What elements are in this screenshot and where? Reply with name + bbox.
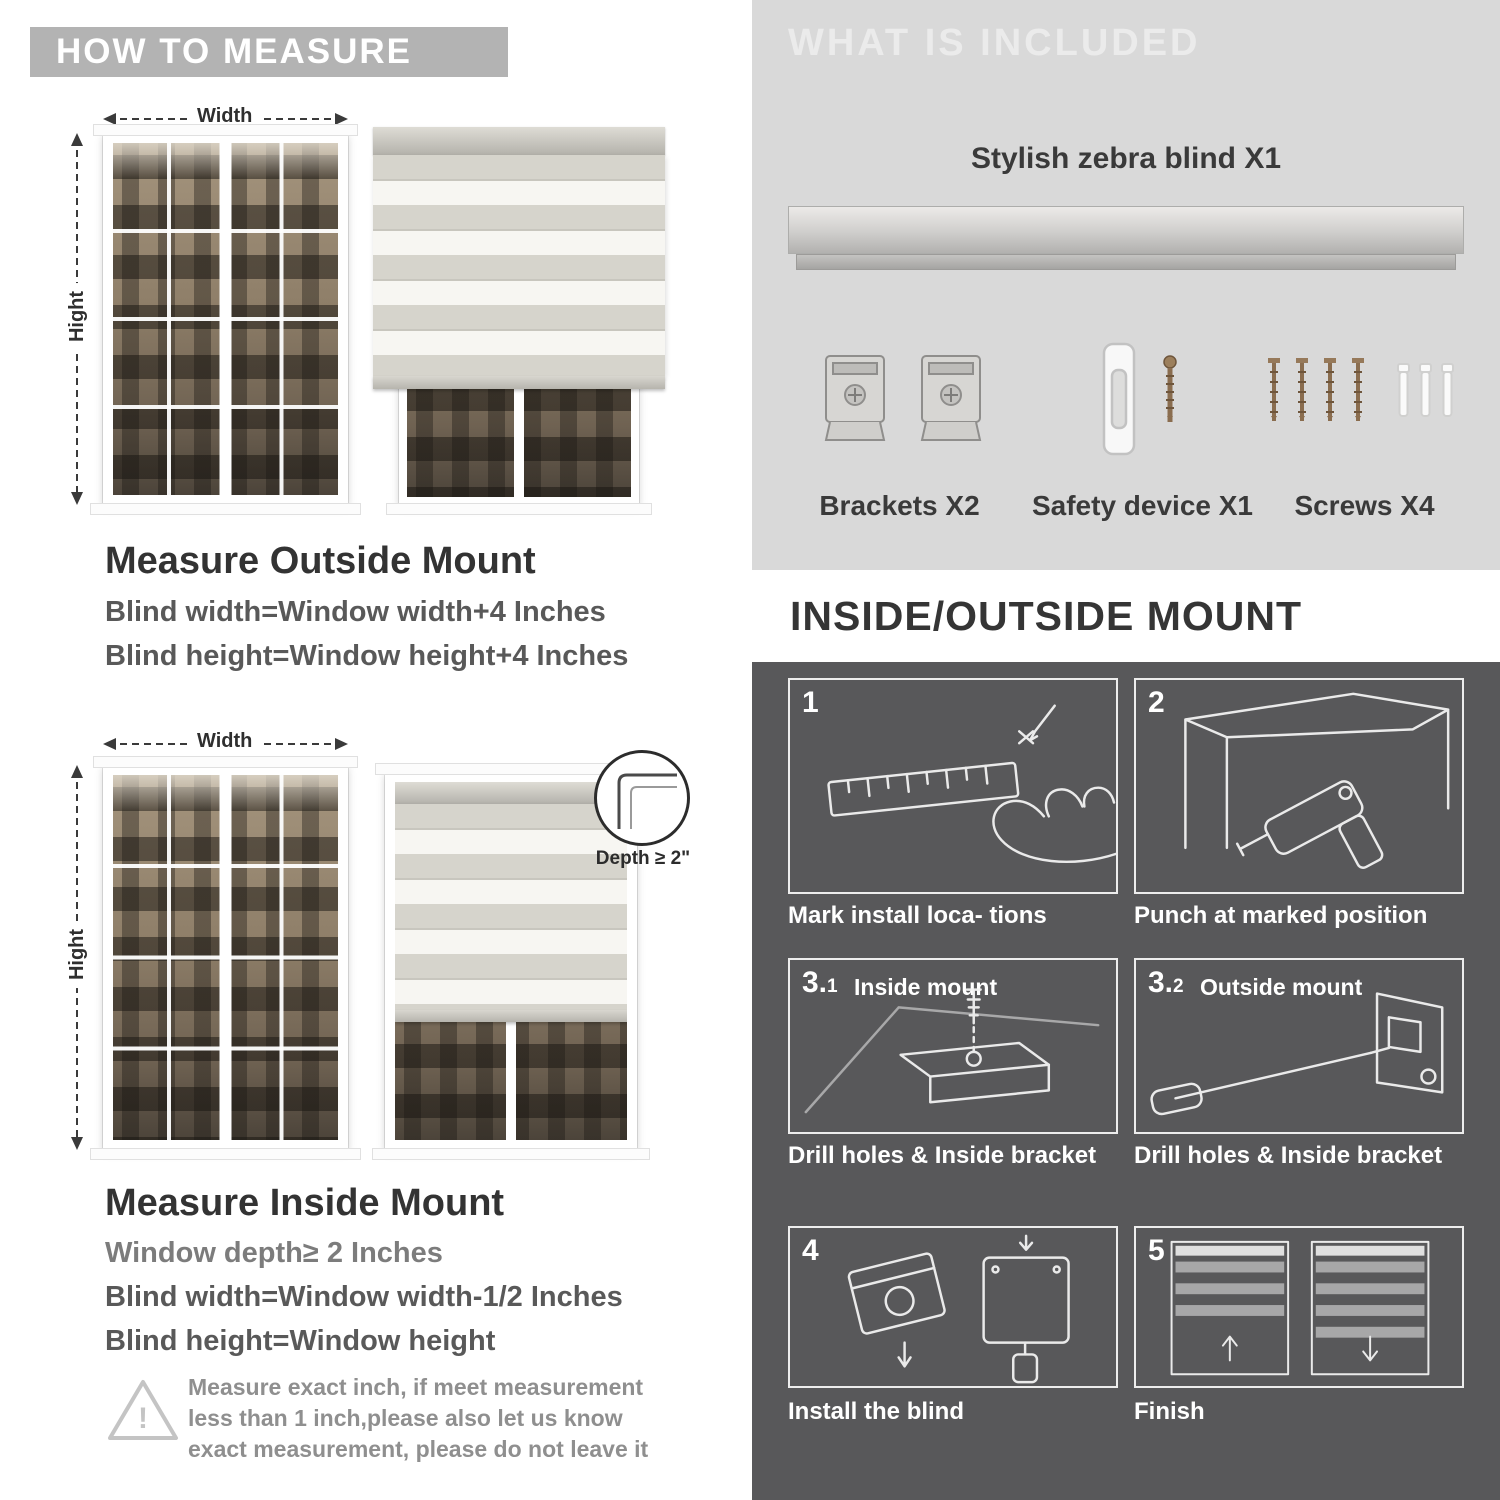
mount-section: INSIDE/OUTSIDE MOUNT 1 <box>752 570 1500 1500</box>
width-label: Width <box>189 730 261 753</box>
width-arrow-outside: Width <box>103 105 348 130</box>
headrail-image <box>788 206 1464 254</box>
safety-device-image <box>1102 342 1177 456</box>
step-5-number: 5 <box>1148 1234 1165 1267</box>
screw-icon <box>1163 355 1177 422</box>
warning-text: Measure exact inch, if meet measurement … <box>188 1374 649 1463</box>
blind-stripes <box>373 155 665 376</box>
step-1-caption: Mark install loca- tions <box>788 902 1047 929</box>
window-photo <box>113 775 338 1140</box>
step-3-2-label: Outside mount <box>1200 974 1363 1000</box>
step-3-1-box: 3.1 Inside mount <box>788 958 1118 1134</box>
step-2-caption: Punch at marked position <box>1134 902 1428 929</box>
blind-cassette <box>395 782 627 804</box>
step-5-caption: Finish <box>1134 1398 1205 1425</box>
step-5-illustration <box>1170 1240 1430 1376</box>
step-5-box: 5 <box>1134 1226 1464 1388</box>
headrail-valance <box>796 254 1456 270</box>
step-1-box: 1 <box>788 678 1118 894</box>
how-to-measure-header: HOW TO MEASURE <box>30 27 508 77</box>
step-3-1-illustration <box>804 988 1100 1114</box>
window-inside-mount <box>91 757 360 1159</box>
brackets-label: Brackets X2 <box>819 490 980 521</box>
height-label: Hight <box>66 282 90 351</box>
mount-header: INSIDE/OUTSIDE MOUNT <box>790 593 1303 639</box>
step-2-number: 2 <box>1148 686 1165 719</box>
step-4-box: 4 <box>788 1226 1118 1388</box>
step-3-2-illustration <box>1150 992 1444 1116</box>
height-arrow-inside: Hight <box>66 765 90 1150</box>
step-3-1-number: 3.1 <box>802 966 838 999</box>
inside-mount-line3: Blind height=Window height <box>105 1325 496 1357</box>
zebra-blind-outside-mount <box>373 127 665 514</box>
outside-mount-title: Measure Outside Mount <box>105 540 536 582</box>
blind-stripes <box>395 804 627 1010</box>
step-3-2-box: 3.2 Outside mount <box>1134 958 1464 1134</box>
included-panel: WHAT IS INCLUDED Stylish zebra blind X1 <box>752 0 1500 570</box>
screws-image <box>1268 358 1454 421</box>
width-arrow-inside: Width <box>103 730 348 755</box>
brackets-image <box>824 355 982 441</box>
outside-mount-line1: Blind width=Window width+4 Inches <box>105 596 606 628</box>
svg-text:!: ! <box>138 1402 148 1435</box>
step-1-illustration <box>827 704 1116 863</box>
inside-mount-title: Measure Inside Mount <box>105 1182 505 1224</box>
step-2-box: 2 <box>1134 678 1464 894</box>
step-4-illustration <box>847 1234 1070 1384</box>
blind-product-label: Stylish zebra blind X1 <box>970 142 1282 175</box>
blind-cassette <box>373 127 665 155</box>
step-1-number: 1 <box>802 686 819 719</box>
step-3-2-number: 3.2 <box>1148 966 1184 999</box>
warning-icon: ! <box>106 1376 180 1446</box>
inside-mount-line1: Window depth≥ 2 Inches <box>105 1237 443 1269</box>
width-label: Width <box>189 105 261 128</box>
safety-device-label: Safety device X1 <box>1031 490 1254 521</box>
mount-steps-panel: 1 Mark install loca- tions <box>752 662 1500 1500</box>
step-4-number: 4 <box>802 1234 819 1267</box>
window-outside-mount <box>91 125 360 514</box>
step-2-illustration <box>1184 692 1450 869</box>
height-label: Hight <box>66 920 90 989</box>
window-photo <box>113 143 338 495</box>
step-3-2-caption: Drill holes & Inside bracket <box>1134 1142 1443 1169</box>
depth-detail-circle <box>594 750 690 846</box>
screws-label: Screws X4 <box>1294 490 1435 521</box>
depth-label: Depth ≥ 2" <box>595 848 691 869</box>
blind-bottom-rail <box>373 376 665 389</box>
blind-bottom-rail <box>395 1010 627 1022</box>
included-header: WHAT IS INCLUDED <box>788 22 1201 64</box>
blind-panel <box>373 127 665 389</box>
height-arrow-outside: Hight <box>66 133 90 505</box>
outside-mount-line2: Blind height=Window height+4 Inches <box>105 640 629 672</box>
inside-mount-line2: Blind width=Window width-1/2 Inches <box>105 1281 623 1313</box>
step-3-1-caption: Drill holes & Inside bracket <box>788 1142 1097 1169</box>
step-4-caption: Install the blind <box>788 1398 965 1425</box>
